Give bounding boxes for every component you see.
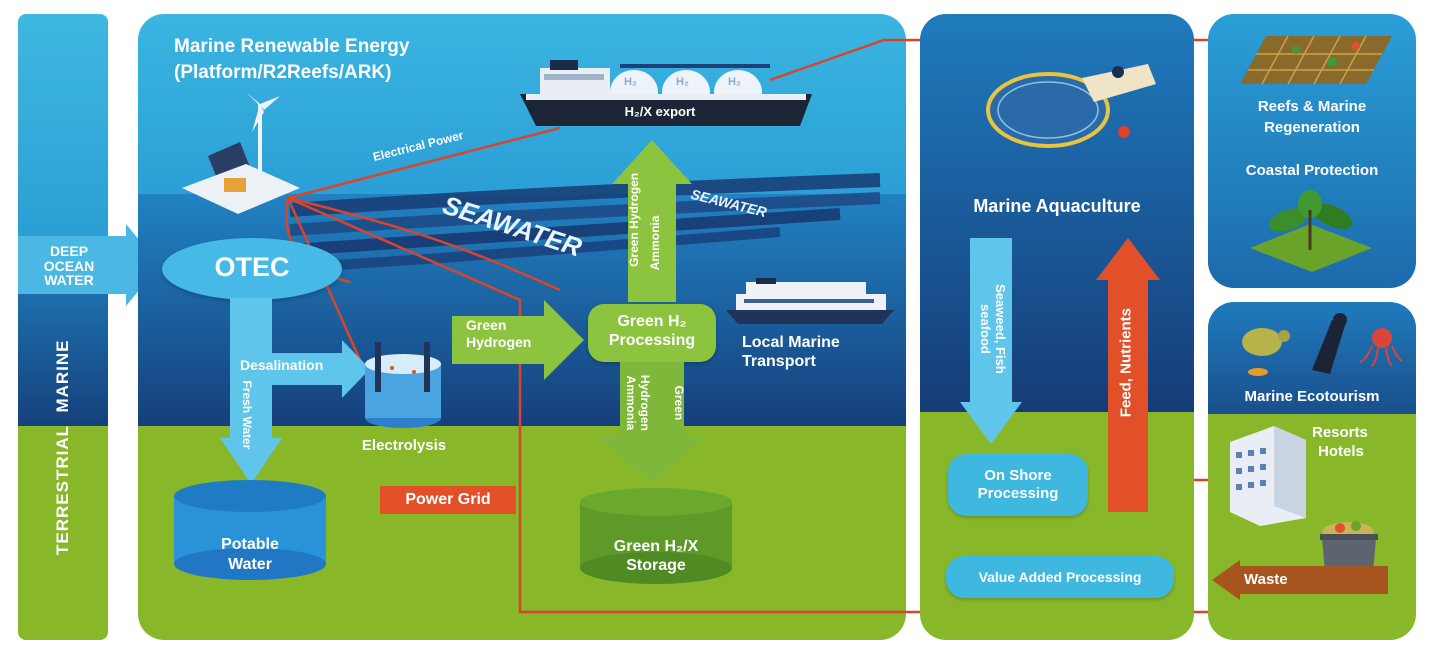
left-bar-terrestrial bbox=[18, 426, 108, 640]
electrolysis-label: Electrolysis bbox=[361, 437, 447, 454]
main-title-line1: Marine Renewable Energy bbox=[174, 36, 410, 57]
otec-label: OTEC bbox=[214, 252, 290, 282]
storage-label-2: Storage bbox=[626, 557, 686, 574]
hotels-label: Hotels bbox=[1318, 443, 1364, 460]
feed-arrow-label: Feed, Nutrients bbox=[1117, 308, 1135, 418]
onshore-label-2: Processing bbox=[977, 485, 1059, 502]
green-storage-tank bbox=[580, 488, 732, 584]
green-down-arrow bbox=[598, 362, 706, 484]
seafood-down-arrow bbox=[960, 238, 1022, 444]
left-bar-sky bbox=[18, 14, 108, 244]
aqua-ground bbox=[920, 412, 1194, 640]
down-arrow-label-1: Green bbox=[671, 385, 686, 421]
local-transport-label-2: Transport bbox=[742, 353, 816, 370]
power-grid-label: Power Grid bbox=[405, 491, 491, 508]
coastal-label: Coastal Protection bbox=[1245, 162, 1379, 179]
tank-label-2: H₂ bbox=[676, 76, 689, 88]
potable-water-label-2: Water bbox=[228, 556, 272, 573]
reef-grid-icon bbox=[1240, 35, 1392, 85]
ferry-icon bbox=[726, 278, 894, 324]
fresh-water-label: Fresh Water bbox=[239, 380, 254, 450]
ecotourism-label: Marine Ecotourism bbox=[1244, 388, 1380, 405]
otec-node bbox=[162, 238, 342, 300]
export-label: H₂/X export bbox=[624, 104, 696, 119]
storage-label-1: Green H₂/X bbox=[613, 538, 699, 555]
potable-water-label-1: Potable bbox=[221, 536, 279, 553]
hotel-icon bbox=[1230, 426, 1306, 526]
tourism-ocean bbox=[1208, 302, 1416, 414]
fish-farm-icon bbox=[986, 64, 1156, 148]
electrolysis-icon bbox=[365, 342, 441, 428]
tank-label-3: H₂ bbox=[728, 76, 741, 88]
deep-ocean-arrow bbox=[18, 224, 160, 306]
resorts-label: Resorts bbox=[1312, 424, 1368, 441]
processing-label-1: Green H₂ bbox=[617, 313, 687, 330]
value-added-processing-node: Value Added Processing bbox=[946, 556, 1174, 598]
reefs-label-2: Regeneration bbox=[1264, 119, 1360, 136]
potable-water-tank bbox=[174, 480, 326, 580]
down-arrow-label-2: Hydrogen bbox=[637, 374, 652, 431]
feed-up-arrow bbox=[1096, 238, 1160, 512]
tourism-panel bbox=[1208, 302, 1416, 640]
waste-arrow bbox=[1212, 560, 1388, 600]
marine-life-icon bbox=[1242, 313, 1402, 376]
waste-label: Waste bbox=[1244, 571, 1288, 588]
fresh-water-arrow bbox=[220, 298, 370, 484]
power-grid-box bbox=[380, 486, 516, 514]
energy-platform-icon bbox=[182, 92, 300, 214]
down-arrow-label-3: Ammonia bbox=[623, 375, 638, 431]
reefs-label-1: Reefs & Marine bbox=[1257, 98, 1367, 115]
green-h2-processing-node bbox=[588, 304, 716, 362]
seafood-arrow-label: Seaweed, Fish seafood bbox=[978, 284, 1008, 374]
deep-ocean-water-label: DEEP OCEAN WATER bbox=[43, 243, 95, 289]
up-arrow-label-2: Ammonia bbox=[648, 215, 663, 271]
up-arrow-label-1: Green Hydrogen bbox=[627, 172, 642, 267]
desalination-label: Desalination bbox=[240, 357, 324, 373]
onshore-label-1: On Shore bbox=[984, 467, 1052, 484]
green-up-arrow bbox=[612, 140, 692, 302]
processing-label-2: Processing bbox=[608, 332, 696, 349]
value-added-label: Value Added Processing bbox=[978, 568, 1142, 585]
tank-label-1: H₂ bbox=[624, 76, 637, 88]
onshore-processing-node: On Shore Processing bbox=[948, 454, 1088, 516]
main-title-line2: (Platform/R2Reefs/ARK) bbox=[174, 62, 392, 83]
local-transport-label-1: Local Marine bbox=[742, 334, 840, 351]
green-hydrogen-label-2: Hydrogen bbox=[466, 334, 532, 350]
green-hydrogen-label-1: Green bbox=[466, 317, 507, 333]
mangrove-icon bbox=[1250, 190, 1372, 272]
seawater-streams bbox=[289, 173, 881, 273]
aquaculture-title: Marine Aquaculture bbox=[973, 196, 1141, 216]
export-ship-icon bbox=[520, 60, 812, 126]
green-hydrogen-arrow bbox=[452, 300, 584, 380]
